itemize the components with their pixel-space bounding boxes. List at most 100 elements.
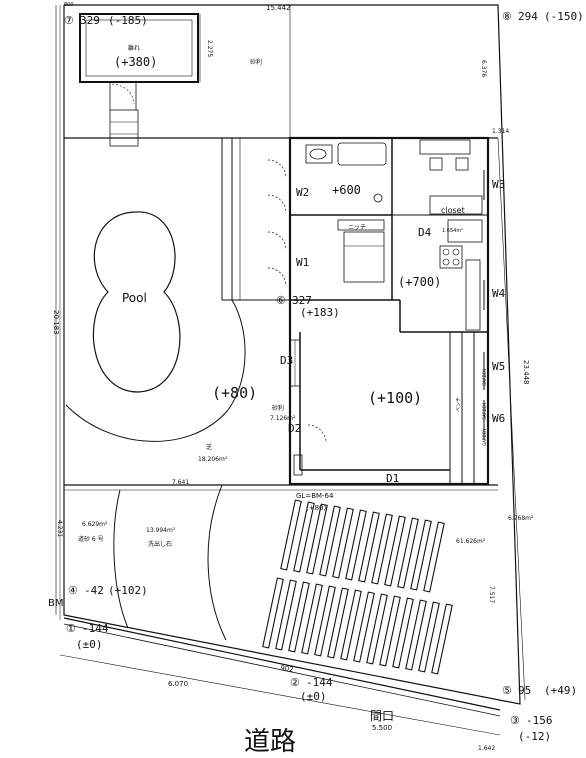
point-1-level: -144 xyxy=(82,622,109,635)
left-plot-name: 道砂 6 号 xyxy=(78,535,104,543)
paving-stripe xyxy=(306,503,328,575)
paving-stripe xyxy=(288,581,310,653)
paving-stripe xyxy=(293,501,315,573)
point-3-id: ③ xyxy=(510,714,520,727)
paving-stripe xyxy=(366,593,388,665)
house-walls xyxy=(267,136,490,486)
paving-stripe xyxy=(397,517,419,589)
paving-stripe xyxy=(392,597,414,669)
point-8-id: ⑧ xyxy=(502,10,512,23)
paving-stripe xyxy=(280,499,302,571)
point-5-sub: (+49) xyxy=(544,684,577,697)
dim-corner: 800 xyxy=(64,2,74,8)
paving-stripe xyxy=(275,579,297,651)
site-boundary xyxy=(63,4,521,717)
closet-label: closet xyxy=(441,206,465,215)
ground-level: GL=BM-64 xyxy=(296,492,334,500)
frontage-label: 間口 xyxy=(370,709,394,723)
paving-stripe xyxy=(327,587,349,659)
point-6-id: ⑥ xyxy=(276,294,286,307)
dim-bottom-mid: 902 xyxy=(280,664,294,674)
dim-right-height: 23.448 xyxy=(522,360,530,385)
window-w1: W1 xyxy=(296,256,309,269)
paving-stripe xyxy=(410,519,432,591)
point-4-id: ④ xyxy=(68,584,78,597)
door-d3: D3 xyxy=(280,354,293,367)
point-7-level: 329 xyxy=(80,14,100,27)
window-w5: W5 xyxy=(492,360,505,373)
point-3-sub: (-12) xyxy=(518,730,551,743)
paving-stripe xyxy=(345,509,367,581)
paving-stripe xyxy=(314,585,336,657)
door-d4: D4 xyxy=(418,226,432,239)
point-2-level: -144 xyxy=(306,676,333,689)
garden-strip-2: GARDEN xyxy=(482,403,487,420)
dim-deck-width: 7.641 xyxy=(172,479,189,486)
window-w6: W6 xyxy=(492,412,505,425)
pool xyxy=(92,211,181,393)
paving-stripe xyxy=(358,511,380,583)
point-4-sub: (+102) xyxy=(108,584,148,597)
point-6-sub: (+183) xyxy=(300,306,340,319)
ground-level-sub: (+80) xyxy=(306,504,327,512)
bath-level: +600 xyxy=(332,183,361,197)
left-plot-area: 6.629m² xyxy=(82,521,108,528)
paving-stripe xyxy=(340,589,362,661)
paving-stripe xyxy=(332,507,354,579)
point-4-level: -42 xyxy=(84,584,104,597)
dim-right-top: 6.376 xyxy=(480,60,487,77)
point-8-level: 294 xyxy=(518,10,538,23)
garden-name: 芝 xyxy=(206,443,212,451)
window-w3: W3 xyxy=(492,178,505,191)
window-w4: W4 xyxy=(492,287,506,300)
right-plot-area: 61.626m² xyxy=(456,538,486,545)
point-8-sub: (-150) xyxy=(544,10,584,23)
dim-right-small: 1.314 xyxy=(492,128,509,135)
living-level: (+100) xyxy=(368,389,422,407)
point-3-level: -156 xyxy=(526,714,553,727)
dim-bottom-left: 6.070 xyxy=(168,680,188,688)
paving-stripe xyxy=(431,603,453,675)
door-d1: D1 xyxy=(386,472,399,485)
benchmark-label: BM xyxy=(48,598,64,609)
niche-label: ニッチ xyxy=(348,224,366,231)
paving-stripe xyxy=(423,521,445,593)
paving-stripe xyxy=(405,599,427,671)
garden-area: 18.206m² xyxy=(198,456,228,463)
paving-stripe xyxy=(384,515,406,587)
gravel-mid-area: 7.126m² xyxy=(270,415,296,422)
dim-right-low: 7.517 xyxy=(488,586,495,603)
paving-stripe xyxy=(371,513,393,585)
bench-label: ベンチ xyxy=(456,397,462,412)
point-1-id: ① xyxy=(66,622,76,635)
dim-left-low: 4.231 xyxy=(56,520,63,537)
bedroom-level: (+700) xyxy=(398,275,441,289)
annex-shed xyxy=(79,13,199,147)
deck-level: (+80) xyxy=(212,384,257,402)
point-5-level: 95 xyxy=(518,684,531,697)
gravel-mid-label: 砂利 xyxy=(272,404,284,412)
dimension-lines xyxy=(55,5,526,736)
garden-strip-3: GARDEN xyxy=(482,429,487,446)
closet-area: 1.654m² xyxy=(442,228,463,234)
paving-stripes xyxy=(262,499,453,675)
door-d2: D2 xyxy=(288,422,301,435)
annex-name: 離れ xyxy=(128,44,140,52)
mid-plot-area: 13.994m² xyxy=(146,527,176,534)
gravel-top-label: 砂利 xyxy=(250,58,262,66)
point-5-id: ⑤ xyxy=(502,684,512,697)
garden-strip-1: GARDEN xyxy=(482,369,487,386)
paving-stripe xyxy=(418,601,440,673)
point-2-sub: (±0) xyxy=(300,690,327,703)
paving-stripe xyxy=(379,595,401,667)
point-6-level: 327 xyxy=(292,294,312,307)
point-7-id: ⑦ xyxy=(64,14,74,27)
mid-plot-name: 洗出し石 xyxy=(148,540,172,548)
paving-stripe xyxy=(301,583,323,655)
right-strip-area: 6.768m² xyxy=(508,515,534,522)
paving-stripe xyxy=(353,591,375,663)
annex-level: (+380) xyxy=(114,55,157,69)
window-w2: W2 xyxy=(296,186,309,199)
dim-left-height: 20.183 xyxy=(52,310,60,335)
